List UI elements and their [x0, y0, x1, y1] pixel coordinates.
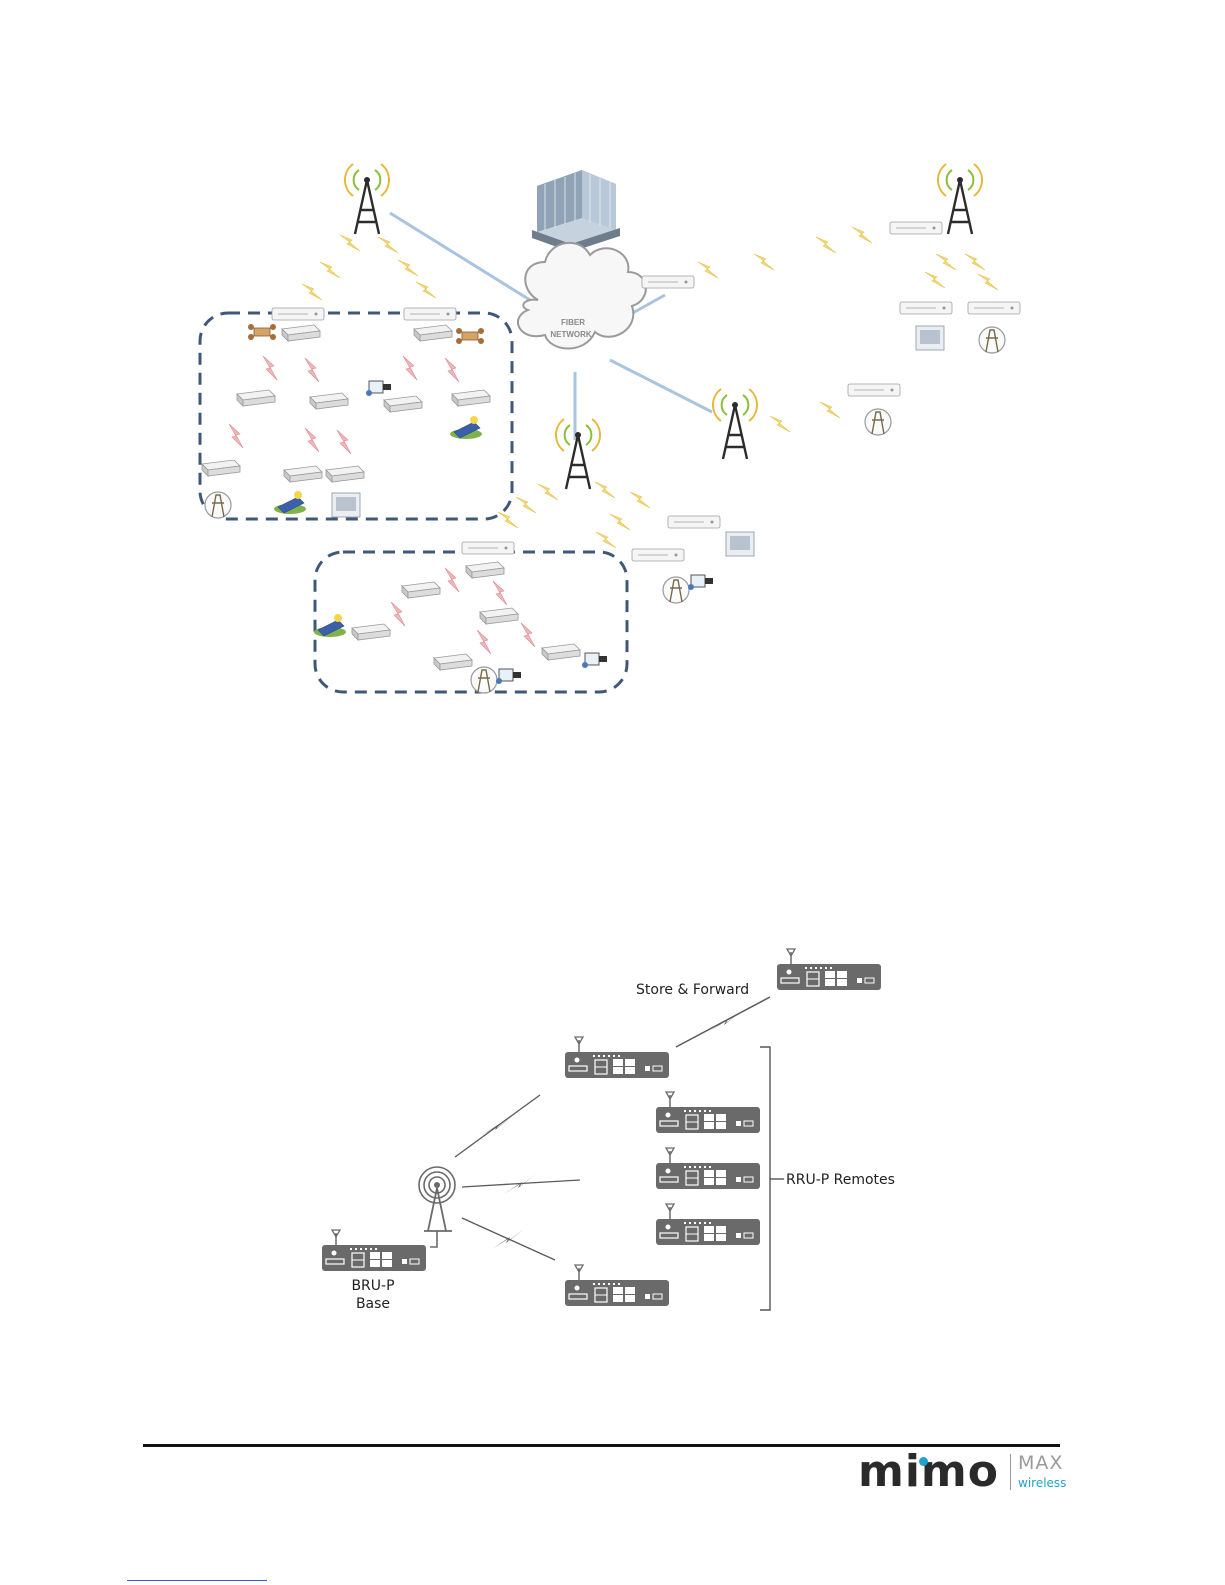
data-center-building-icon [532, 170, 620, 252]
cloud-label-line1: FIBER [561, 318, 585, 327]
footer-link-underline [127, 1580, 267, 1581]
logo-wireless: wireless [1018, 1476, 1066, 1490]
rru-remote-radio [565, 1265, 669, 1306]
mesh-region-left [200, 313, 512, 519]
logo-wordmark: mimo [858, 1446, 999, 1497]
mesh-devices-left [202, 308, 490, 518]
base-label-line1: BRU-P [351, 1278, 394, 1294]
tower-icon [556, 419, 600, 489]
store-forward-label: Store & Forward [636, 982, 749, 998]
remotes-bracket [760, 1047, 770, 1310]
fiber-network-diagram: FIBER NETWORK [0, 0, 1225, 720]
store-forward-radio [777, 949, 881, 990]
mimomax-logo: mimo MAX wireless [858, 1452, 1078, 1498]
tower-icon [938, 164, 982, 234]
bru-base-radio [322, 1230, 426, 1271]
lightning-icon [481, 1116, 513, 1136]
lightning-icon [492, 1229, 524, 1249]
logo-max: MAX [1018, 1452, 1063, 1474]
fiber-link [610, 360, 712, 412]
fiber-link [390, 213, 530, 300]
base-label-line2: Base [356, 1296, 390, 1312]
logo-divider [1010, 1454, 1011, 1490]
rru-remote-radio [565, 1037, 669, 1078]
store-forward-diagram: Store & Forward RRU-P Remotes BRU-P Base [0, 935, 1225, 1355]
remotes-label: RRU-P Remotes [786, 1172, 895, 1188]
tower-icon [713, 389, 757, 459]
wireless-link [676, 997, 770, 1047]
rru-remote-radio [656, 1092, 760, 1133]
rru-remote-radio [656, 1148, 760, 1189]
mesh-devices-bottom [314, 542, 607, 693]
logo-i-dot [919, 1457, 928, 1466]
base-tower-icon [419, 1167, 455, 1247]
fiber-network-cloud: FIBER NETWORK [518, 243, 646, 349]
cloud-label-line2: NETWORK [550, 330, 592, 339]
remote-devices-right [632, 222, 1020, 603]
tower-icon [345, 164, 389, 234]
rru-remote-radio [656, 1204, 760, 1245]
